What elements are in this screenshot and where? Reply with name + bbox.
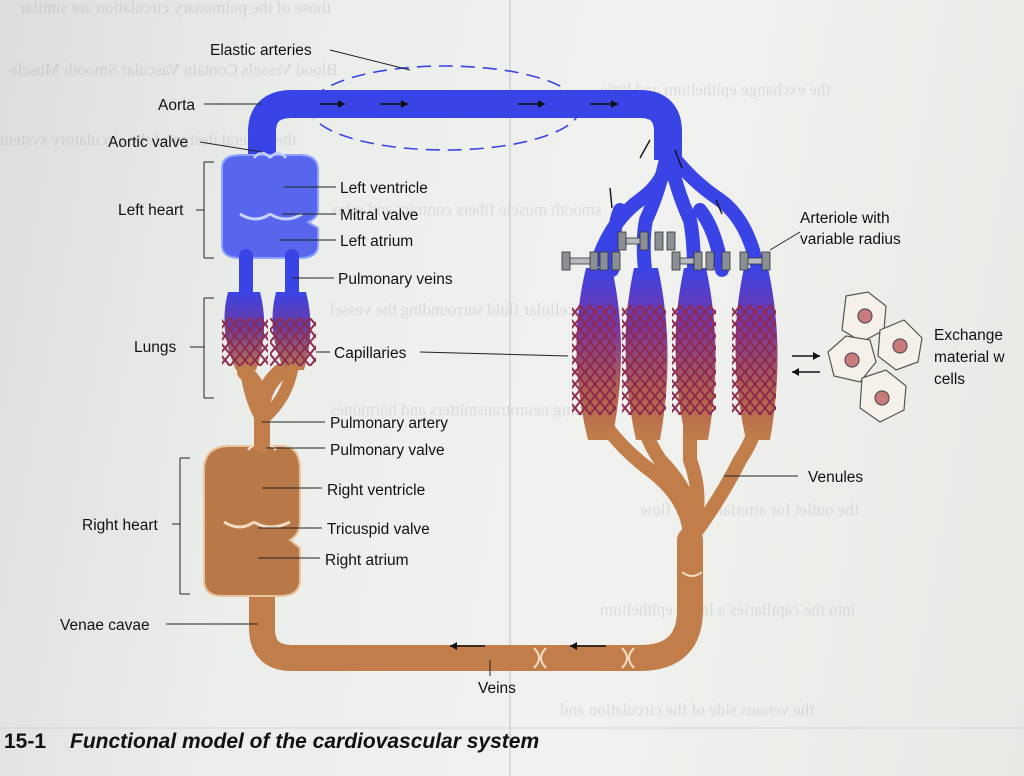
label-right-ventricle: Right ventricle xyxy=(327,482,425,499)
label-left-atrium: Left atrium xyxy=(340,233,413,250)
venae-cavae-vessel xyxy=(249,527,703,671)
label-exchange-line1: Exchange xyxy=(934,327,1003,344)
aorta-vessel xyxy=(248,90,682,160)
systemic-capillary-beds xyxy=(572,268,778,440)
label-pulmonary-artery: Pulmonary artery xyxy=(330,415,448,432)
label-venae-cavae: Venae cavae xyxy=(60,617,150,634)
left-heart-chamber xyxy=(221,154,319,259)
label-venules: Venules xyxy=(808,469,863,486)
vein-valves xyxy=(533,571,703,669)
label-right-atrium: Right atrium xyxy=(325,552,409,569)
label-capillaries: Capillaries xyxy=(334,345,407,362)
venous-system xyxy=(203,364,767,671)
figure-title: Functional model of the cardiovascular s… xyxy=(70,730,539,753)
label-elastic-arteries: Elastic arteries xyxy=(210,42,312,59)
mitral-valve-leaflets xyxy=(239,212,303,221)
label-mitral-valve: Mitral valve xyxy=(340,207,418,224)
label-pulmonary-veins: Pulmonary veins xyxy=(338,271,453,288)
right-heart-chamber xyxy=(203,445,301,597)
figure-number: 15-1 xyxy=(4,730,46,753)
label-arteriole-line1: Arteriole with xyxy=(800,210,890,227)
exchange-cells xyxy=(827,291,923,423)
pulmonary-veins-vessel xyxy=(239,249,299,299)
label-aortic-valve: Aortic valve xyxy=(108,134,188,151)
arteries-tree xyxy=(591,143,765,277)
arterial-system xyxy=(221,90,765,650)
branch-arrows xyxy=(609,139,723,215)
venules-tree xyxy=(583,393,767,547)
label-exchange-line3: cells xyxy=(934,371,965,388)
label-left-ventricle: Left ventricle xyxy=(340,180,428,197)
label-pulmonary-valve: Pulmonary valve xyxy=(330,442,445,459)
label-veins: Veins xyxy=(478,680,516,697)
label-aorta: Aorta xyxy=(158,97,195,114)
tricuspid-valve-leaflets xyxy=(223,520,291,529)
label-lungs: Lungs xyxy=(134,339,176,356)
label-exchange-line2: material w xyxy=(934,349,1005,366)
label-arteriole-line2: variable radius xyxy=(800,231,901,248)
label-tricuspid-valve: Tricuspid valve xyxy=(327,521,430,538)
arteriole-clamps xyxy=(561,231,771,271)
exchange-arrowheads xyxy=(792,352,820,376)
label-right-heart: Right heart xyxy=(82,517,159,534)
label-left-heart: Left heart xyxy=(118,202,184,219)
aortic-valve-leaflets xyxy=(253,151,287,159)
leader-lines xyxy=(166,49,801,676)
lung-capillaries xyxy=(222,292,316,426)
